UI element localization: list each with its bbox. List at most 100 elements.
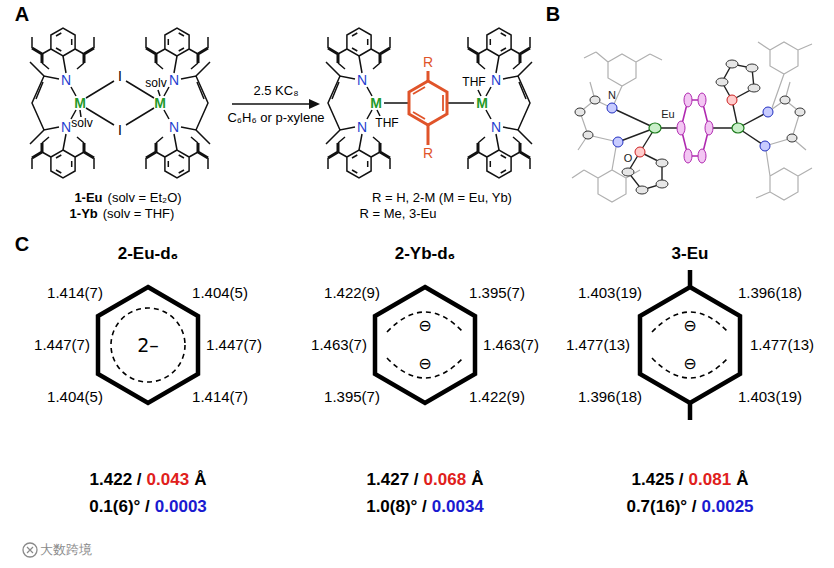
drawing-part (727, 95, 737, 105)
drawing-part (656, 180, 668, 188)
charge-label: ⊖ (418, 355, 431, 373)
panel-letter: A (15, 3, 29, 26)
metric-value: 1.0(8)° / (366, 497, 427, 517)
panel-letter: C (15, 233, 29, 256)
bond-length: 1.477(13) (750, 336, 814, 353)
arene-ring: ⊖⊖ (367, 280, 483, 410)
drawing-part (684, 93, 692, 107)
atom-label: N (61, 119, 71, 135)
drawing-part (590, 96, 600, 104)
bond-length: 1.463(7) (483, 336, 539, 353)
metric-value: 1.427 / (367, 470, 419, 490)
compound-caption: R = H, 2-M (M = Eu, Yb) (372, 191, 512, 206)
drawing-part (409, 71, 447, 145)
ligand-label: solv (145, 77, 166, 91)
bond-length: 1.404(5) (192, 284, 248, 301)
drawing-part (326, 28, 390, 178)
metric-value: 0.1(6)° / (89, 497, 150, 517)
atom-label: M (370, 95, 382, 111)
atom-label: R (423, 54, 433, 70)
drawing-part (30, 28, 94, 178)
atom-label: M (154, 95, 166, 111)
bond-length: 1.463(7) (311, 336, 367, 353)
drawing-part (622, 168, 634, 176)
metric-value: 0.068 (424, 470, 467, 490)
drawing-part (27, 547, 33, 553)
drawing-part (636, 186, 648, 194)
drawing-part (232, 103, 311, 105)
watermark-icon (23, 543, 37, 557)
drawing-part (748, 84, 760, 92)
bond-length: 1.403(19) (738, 388, 802, 405)
metric-value: 1.422 / (90, 470, 142, 490)
atom-label: N (61, 72, 71, 88)
drawing-part (575, 108, 585, 116)
drawing-part (607, 103, 773, 151)
arene-ring: ⊖⊖ (632, 280, 748, 410)
drawing-part (384, 102, 474, 104)
compound-heading: 2-Eu-d₆ (118, 244, 179, 264)
drawing-part (613, 137, 623, 147)
drawing-part (732, 123, 744, 133)
bond-length: 1.422(9) (324, 284, 380, 301)
drawing-part (635, 147, 645, 157)
drawing-part (572, 42, 812, 202)
drawing-part (746, 64, 758, 72)
metric-value: 0.081 (689, 470, 732, 490)
drawing-part (726, 60, 738, 68)
drawing-part (698, 149, 706, 163)
atom-label: I (118, 68, 122, 84)
drawing-part (649, 123, 744, 133)
drawing-part (677, 121, 685, 135)
ligand-label: THF (375, 117, 398, 131)
atom-label: R (423, 145, 433, 161)
bond-length: 1.422(9) (469, 388, 525, 405)
ligand-label: solv (71, 117, 92, 131)
drawing-part (760, 141, 770, 151)
atom-label: I (118, 122, 122, 138)
atom-label: N (608, 89, 616, 102)
charge-label: 2– (137, 335, 159, 356)
drawing-part (583, 131, 593, 139)
drawing-part (758, 42, 812, 108)
drawing-part (413, 87, 443, 119)
drawing-part (612, 64, 768, 190)
bond-length: 1.403(19) (578, 284, 642, 301)
drawing-part (468, 28, 532, 178)
compound-caption: 1-Eu (74, 191, 102, 206)
dimer-structure (30, 28, 210, 178)
metric-value: 0.0003 (155, 497, 207, 517)
metric-value: Å (471, 470, 483, 490)
metric-value: 1.425 / (632, 470, 684, 490)
arene-ring: 2– (90, 280, 206, 410)
drawing-part (309, 99, 320, 109)
panel-letter: B (546, 3, 560, 26)
drawing-part (146, 28, 210, 178)
atom-label: Eu (661, 108, 674, 121)
compound-heading: 2-Yb-d₆ (395, 244, 456, 264)
bond-length: 1.395(7) (324, 388, 380, 405)
atom-label: M (476, 95, 488, 111)
drawing-part (716, 78, 728, 86)
metric-value: 0.043 (147, 470, 190, 490)
drawing-part (409, 81, 447, 125)
atom-label: N (357, 72, 367, 88)
bond-length: 1.477(13) (566, 336, 630, 353)
drawing-part (698, 93, 706, 107)
atom-label: N (491, 119, 501, 135)
drawing-part (649, 123, 661, 133)
compound-caption: (solv = Et₂O) (108, 191, 182, 206)
atom-label: N (169, 119, 179, 135)
hexagon (640, 287, 740, 403)
drawing-part (612, 108, 733, 152)
drawing-part (377, 90, 481, 116)
hexagon (98, 287, 198, 403)
metric-value: Å (194, 470, 206, 490)
charge-label: ⊖ (683, 317, 696, 335)
drawing-part (607, 103, 617, 113)
charge-label: ⊖ (418, 317, 431, 335)
reagent-label: C₆H₆ or p-xylene (227, 111, 324, 126)
drawing-part (572, 147, 640, 202)
drawing-part (575, 60, 805, 194)
